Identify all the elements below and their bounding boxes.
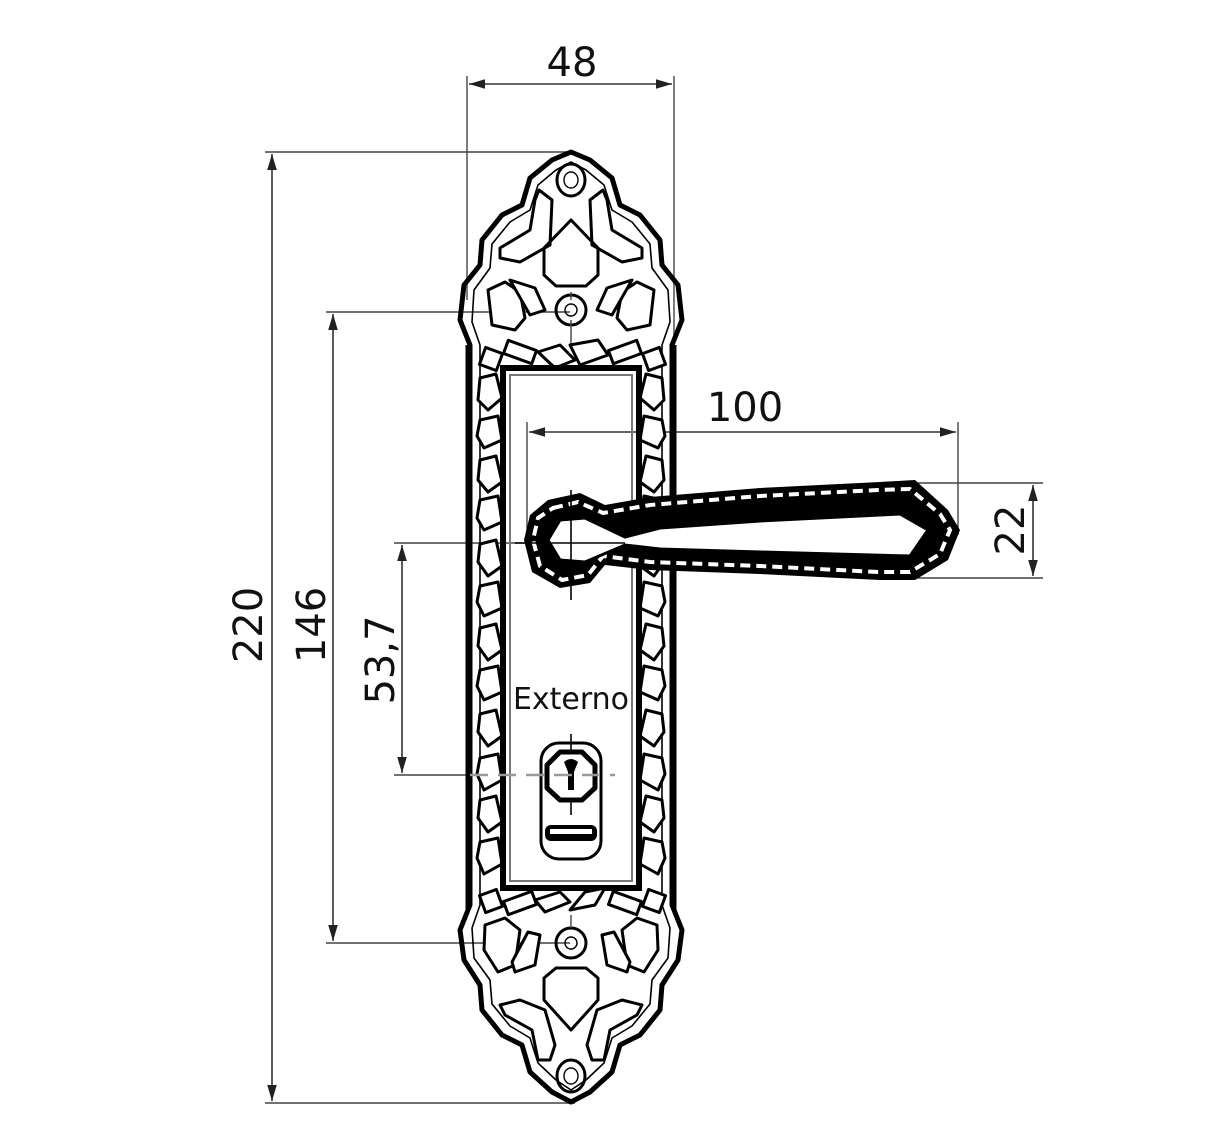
bottom-ornament: [482, 915, 660, 1094]
bottom-decorative-strip: [477, 886, 668, 917]
dimension-handle-length-100: 100: [526, 385, 959, 545]
backplate: [457, 149, 685, 1105]
dimension-width-48: 48: [466, 40, 675, 450]
key-cylinder: [470, 734, 615, 861]
dim-label-100: 100: [707, 385, 783, 431]
top-decorative-strip: [477, 338, 668, 373]
dimension-handle-to-cylinder-53-7: 53,7: [358, 542, 570, 776]
dim-label-48: 48: [547, 40, 598, 86]
central-panel: [500, 365, 642, 891]
dimension-screw-spacing-146: 146: [289, 311, 570, 944]
dimension-height-220: 220: [226, 151, 575, 1104]
externo-label: Externo: [513, 682, 629, 717]
dim-label-220: 220: [226, 587, 272, 663]
top-ornament: [486, 162, 656, 345]
dim-label-53-7: 53,7: [358, 615, 404, 704]
dim-label-146: 146: [289, 587, 335, 663]
dim-label-22: 22: [988, 505, 1034, 556]
lever-handle: [515, 480, 960, 600]
side-ornaments-left: [475, 372, 504, 876]
dimension-handle-width-22: 22: [915, 482, 1043, 579]
